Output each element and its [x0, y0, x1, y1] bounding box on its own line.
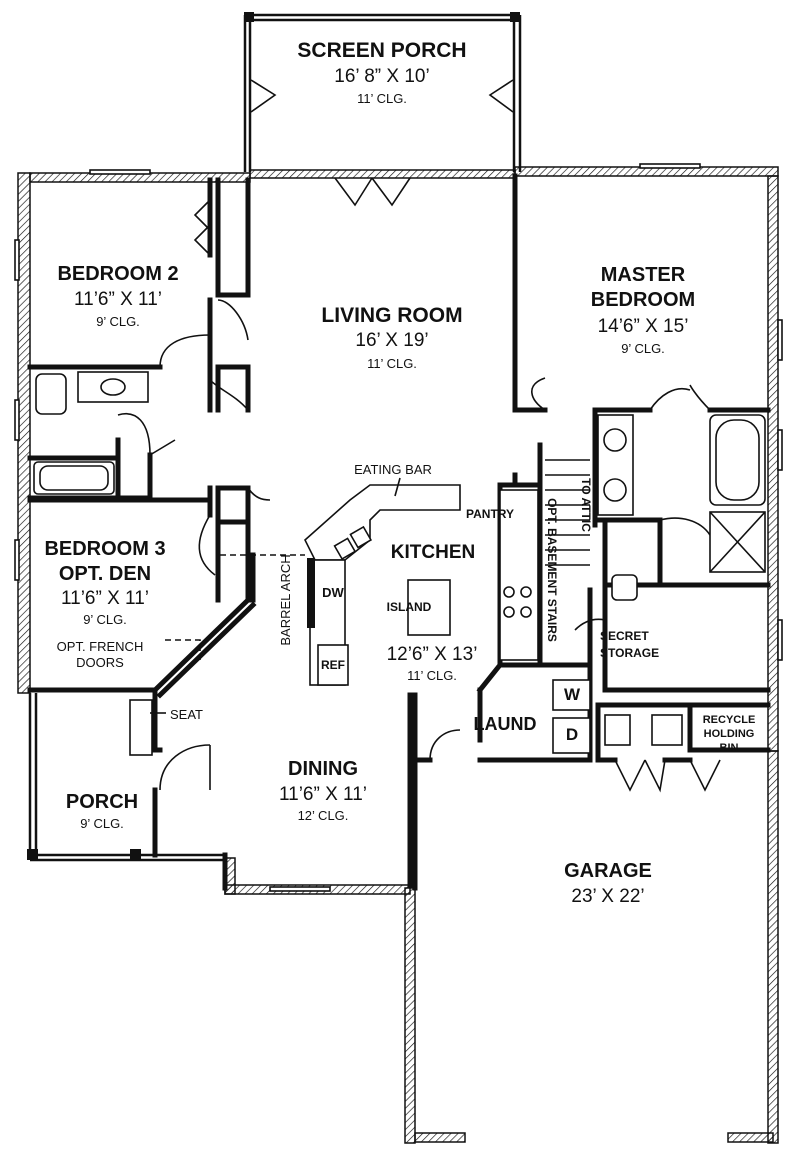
- washer-label: W: [564, 685, 581, 704]
- ref-label: REF: [321, 658, 345, 672]
- bedroom2-dim: 11’6” X 11’: [74, 289, 162, 310]
- porch-name: PORCH: [66, 791, 138, 813]
- barrel-arch-label: BARREL ARCH: [278, 554, 293, 645]
- seat-label: SEAT: [170, 707, 203, 722]
- recycle-label-3: BIN: [720, 742, 739, 754]
- french-doors-label-1: OPT. FRENCH: [57, 639, 144, 654]
- front-porch-structure: [27, 693, 225, 862]
- fixtures: [33, 371, 766, 756]
- pantry-label: PANTRY: [466, 507, 514, 521]
- master-clg: 9’ CLG.: [621, 341, 665, 356]
- living-clg: 11’ CLG.: [367, 356, 417, 371]
- bedroom3-clg: 9’ CLG.: [83, 612, 127, 627]
- recycle-label-1: RECYCLE: [703, 714, 756, 726]
- master-name-2: BEDROOM: [591, 289, 695, 311]
- recycle-label-2: HOLDING: [704, 728, 755, 740]
- dryer-label: D: [566, 725, 578, 744]
- bedroom3-name-2: OPT. DEN: [59, 563, 151, 585]
- secret-storage-label-2: STORAGE: [600, 646, 659, 660]
- kitchen-dim: 12’6” X 13’: [387, 644, 478, 665]
- porch-clg: 9’ CLG.: [80, 816, 124, 831]
- eating-bar-label: EATING BAR: [354, 462, 432, 477]
- dining-name: DINING: [288, 758, 358, 780]
- annotation-labels: EATING BAR PANTRY TO ATTIC OPT. BASEMENT…: [57, 462, 756, 754]
- master-name-1: MASTER: [601, 264, 686, 286]
- garage-dim: 23’ X 22’: [571, 886, 644, 907]
- dining-dim: 11’6” X 11’: [279, 784, 367, 805]
- kitchen-name: KITCHEN: [391, 542, 475, 563]
- garage-name: GARAGE: [564, 860, 652, 882]
- screen-porch-name: SCREEN PORCH: [297, 39, 466, 62]
- to-attic-label: TO ATTIC: [579, 478, 593, 532]
- dining-clg: 12’ CLG.: [298, 808, 349, 823]
- bedroom2-clg: 9’ CLG.: [96, 314, 140, 329]
- living-name: LIVING ROOM: [321, 304, 462, 327]
- screen-porch-dim: 16’ 8” X 10’: [334, 66, 429, 87]
- windows: [14, 163, 783, 892]
- kitchen-clg: 11’ CLG.: [407, 668, 457, 683]
- dw-label: DW: [322, 585, 344, 600]
- island-label: ISLAND: [387, 600, 432, 614]
- french-doors-label-2: DOORS: [76, 655, 124, 670]
- living-dim: 16’ X 19’: [355, 330, 428, 351]
- screen-porch-structure: [243, 12, 522, 172]
- screen-porch-clg: 11’ CLG.: [357, 91, 407, 106]
- basement-stairs-label: OPT. BASEMENT STAIRS: [545, 498, 559, 642]
- bedroom2-name: BEDROOM 2: [57, 263, 178, 285]
- secret-storage-label-1: SECRET: [600, 629, 649, 643]
- laund-name: LAUND: [474, 714, 537, 734]
- master-dim: 14’6” X 15’: [598, 316, 689, 337]
- doors: [117, 177, 721, 793]
- bedroom3-dim: 11’6” X 11’: [61, 588, 149, 609]
- bedroom3-name-1: BEDROOM 3: [44, 538, 165, 560]
- interior-walls: [27, 173, 771, 891]
- room-labels: SCREEN PORCH 16’ 8” X 10’ 11’ CLG. BEDRO…: [44, 39, 695, 907]
